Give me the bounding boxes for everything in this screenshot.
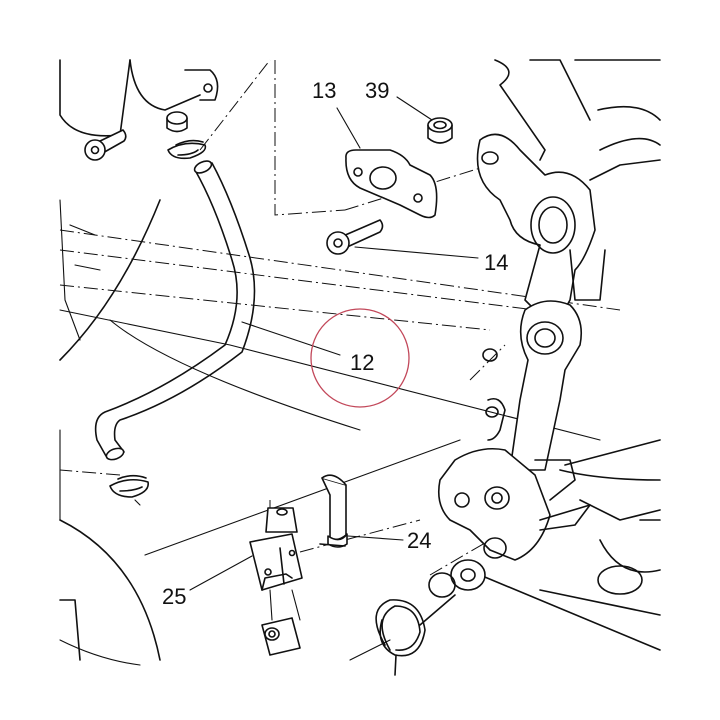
hose-clips [109,139,207,498]
part-24-pin [319,474,348,548]
part-39-nut [427,117,453,144]
callout-13: 13 [312,78,336,103]
part-25-clevis [249,507,303,656]
left-bolt [84,129,127,161]
callout-39: 39 [365,78,389,103]
frame-structure [59,59,601,666]
callout-24: 24 [407,528,431,553]
callout-25: 25 [162,584,186,609]
leader-lines [189,96,479,591]
part-13-bracket [345,149,438,219]
callout-12: 12 [350,350,374,375]
callout-14: 14 [484,250,508,275]
part-14-bolt [326,219,384,255]
callout-labels: 13 39 14 12 24 25 [162,78,508,609]
pedal-bracket-assembly [437,59,661,651]
top-nut [166,111,188,133]
washer-and-spring [349,559,486,676]
callout-12-highlight-circle [310,308,410,408]
part-12-hose [94,160,256,461]
